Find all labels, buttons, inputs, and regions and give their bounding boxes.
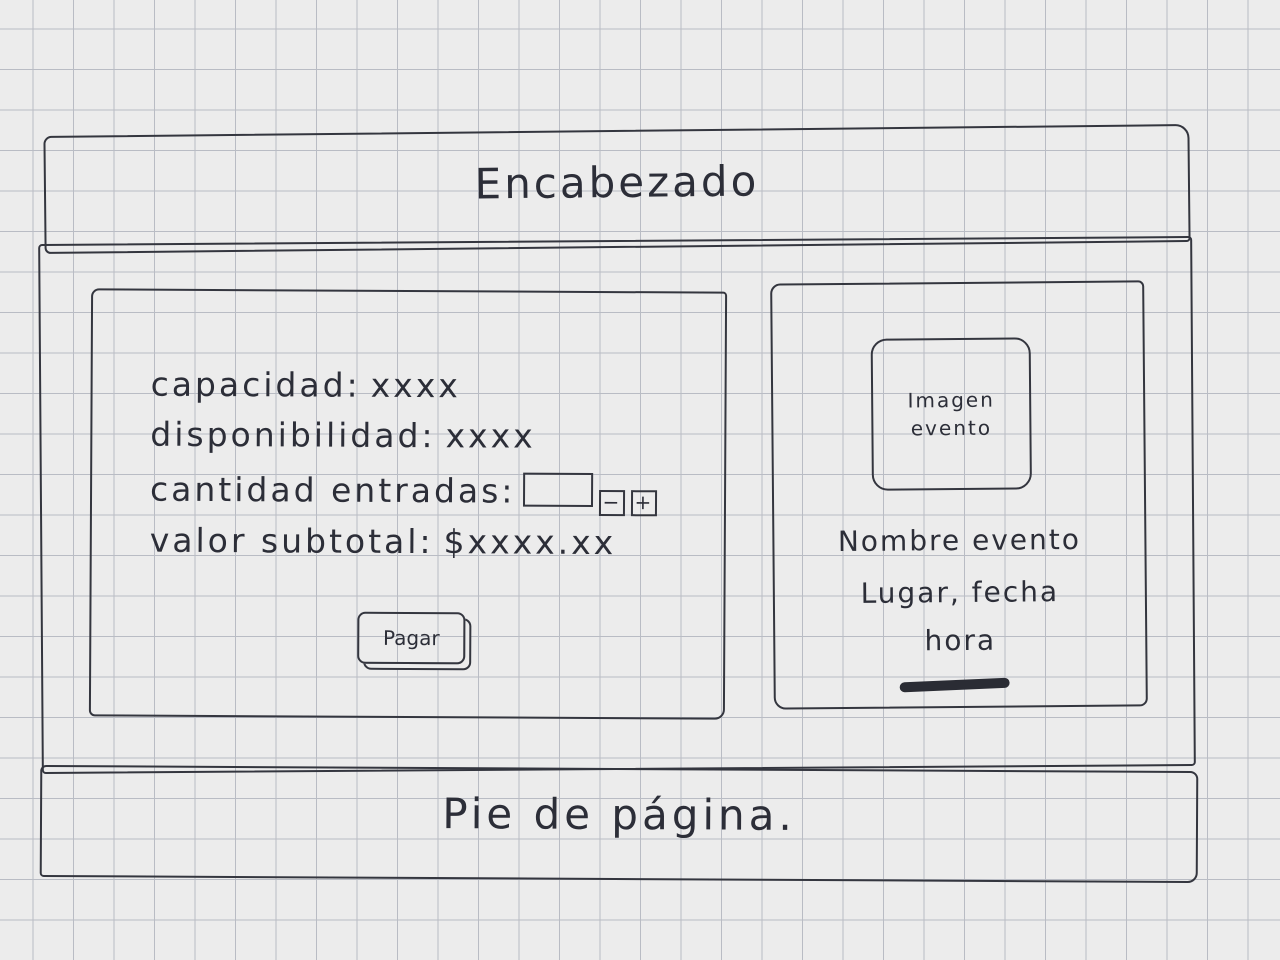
event-place-date: Lugar, fecha: [860, 575, 1060, 610]
subtotal-row: valor subtotal:$xxxx.xx: [150, 521, 617, 562]
page-header: Encabezado: [43, 124, 1191, 254]
capacity-row: capacidad:xxxx: [151, 365, 461, 406]
event-time: hora: [924, 623, 997, 658]
event-card: Imagen evento Nombre evento Lugar, fecha…: [770, 280, 1148, 710]
ticket-quantity-label: cantidad entradas:: [149, 469, 516, 511]
event-link[interactable]: [899, 677, 1010, 693]
increment-button[interactable]: +: [631, 490, 658, 517]
event-name: Nombre evento: [837, 522, 1082, 559]
footer-text: Pie de página.: [442, 789, 796, 840]
page-footer: Pie de página.: [39, 764, 1199, 884]
capacity-value: xxxx: [370, 365, 461, 406]
availability-value: xxxx: [445, 416, 536, 456]
availability-row: disponibilidad:xxxx: [150, 415, 536, 456]
subtotal-value: $xxxx.xx: [443, 522, 617, 563]
header-title: Encabezado: [474, 156, 760, 209]
event-image-label: Imagen evento: [907, 387, 995, 441]
pay-button[interactable]: Pagar: [357, 611, 466, 665]
event-image: Imagen evento: [870, 337, 1032, 491]
decrement-button[interactable]: −: [599, 490, 626, 517]
purchase-panel: capacidad:xxxx disponibilidad:xxxx canti…: [88, 288, 728, 720]
ticket-quantity-input[interactable]: [523, 472, 594, 507]
capacity-label: capacidad:: [150, 364, 361, 405]
availability-label: disponibilidad:: [150, 414, 436, 456]
ticket-quantity-row: cantidad entradas: −+: [149, 467, 658, 517]
subtotal-label: valor subtotal:: [149, 520, 434, 562]
